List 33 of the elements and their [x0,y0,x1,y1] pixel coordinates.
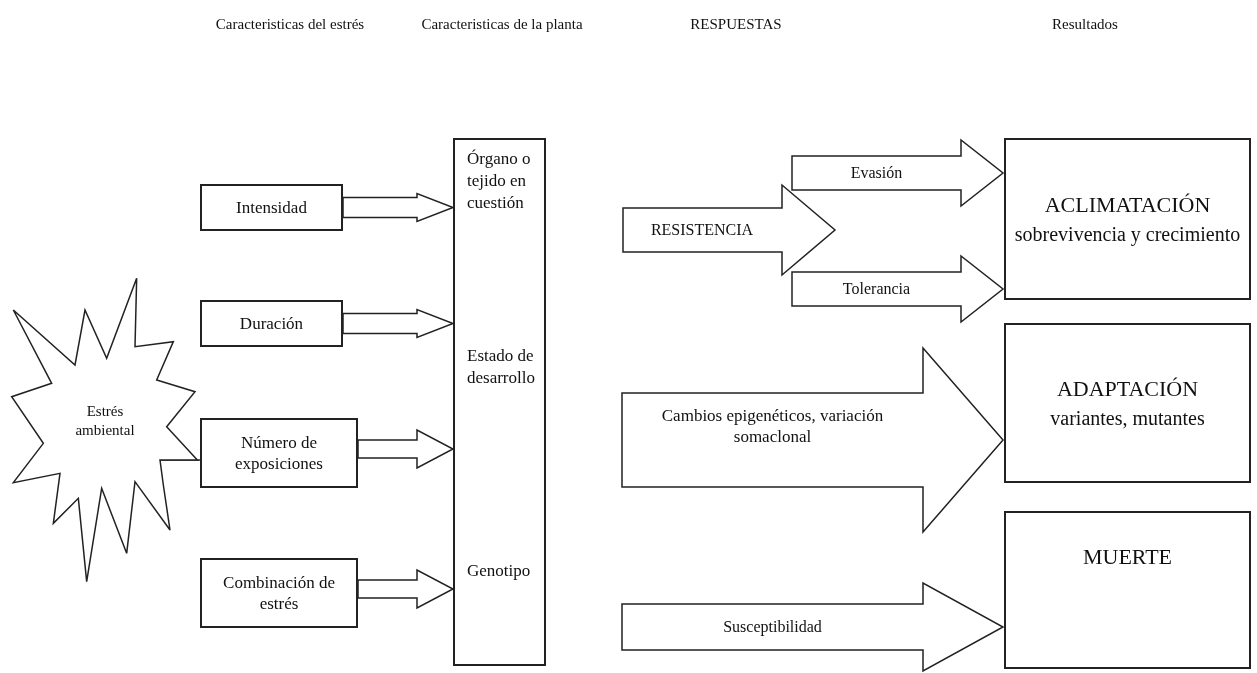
box-text: Combinación de estrés [222,571,336,615]
result-heading: ADAPTACIÓN [1055,374,1200,403]
hollow-arrow [621,581,1005,673]
box-text: Duración [238,312,305,335]
box-text: Número de exposiciones [234,431,324,475]
box-text: sobrevivencia y crecimiento [1014,222,1241,248]
box-text: Intensidad [235,196,308,219]
column-heading: RESPUESTAS [689,15,783,34]
edge-label: Susceptibilidad [723,617,822,637]
text-box [1004,138,1251,300]
result-heading: ACLIMATACIÓN [1043,190,1212,219]
column-heading: Resultados [1051,15,1119,34]
box-text: Genotipo [467,560,532,582]
box-text: variantes, mutantes [1050,406,1205,432]
column-heading: Caracteristicas del estrés [214,15,366,34]
column-heading: Caracteristicas de la planta [420,15,584,34]
text-box [200,418,358,488]
block-arrow [622,184,836,276]
hollow-arrow [357,428,455,470]
arrow-text: RESISTENCIA [650,220,754,240]
hollow-arrow [342,192,456,223]
tall-box [453,138,546,666]
text-box [200,300,343,347]
star-text: Estrés ambiental [74,402,136,440]
text-box [1004,511,1251,669]
hollow-arrow [342,308,456,339]
hollow-arrow [357,568,455,610]
text-box [200,558,358,628]
box-text: Estado de desarrollo [467,345,536,390]
box-text: Órgano o tejido en cuestión [467,148,532,215]
result-heading: MUERTE [1082,543,1173,571]
text-box [1004,323,1251,483]
text-box [200,184,343,231]
